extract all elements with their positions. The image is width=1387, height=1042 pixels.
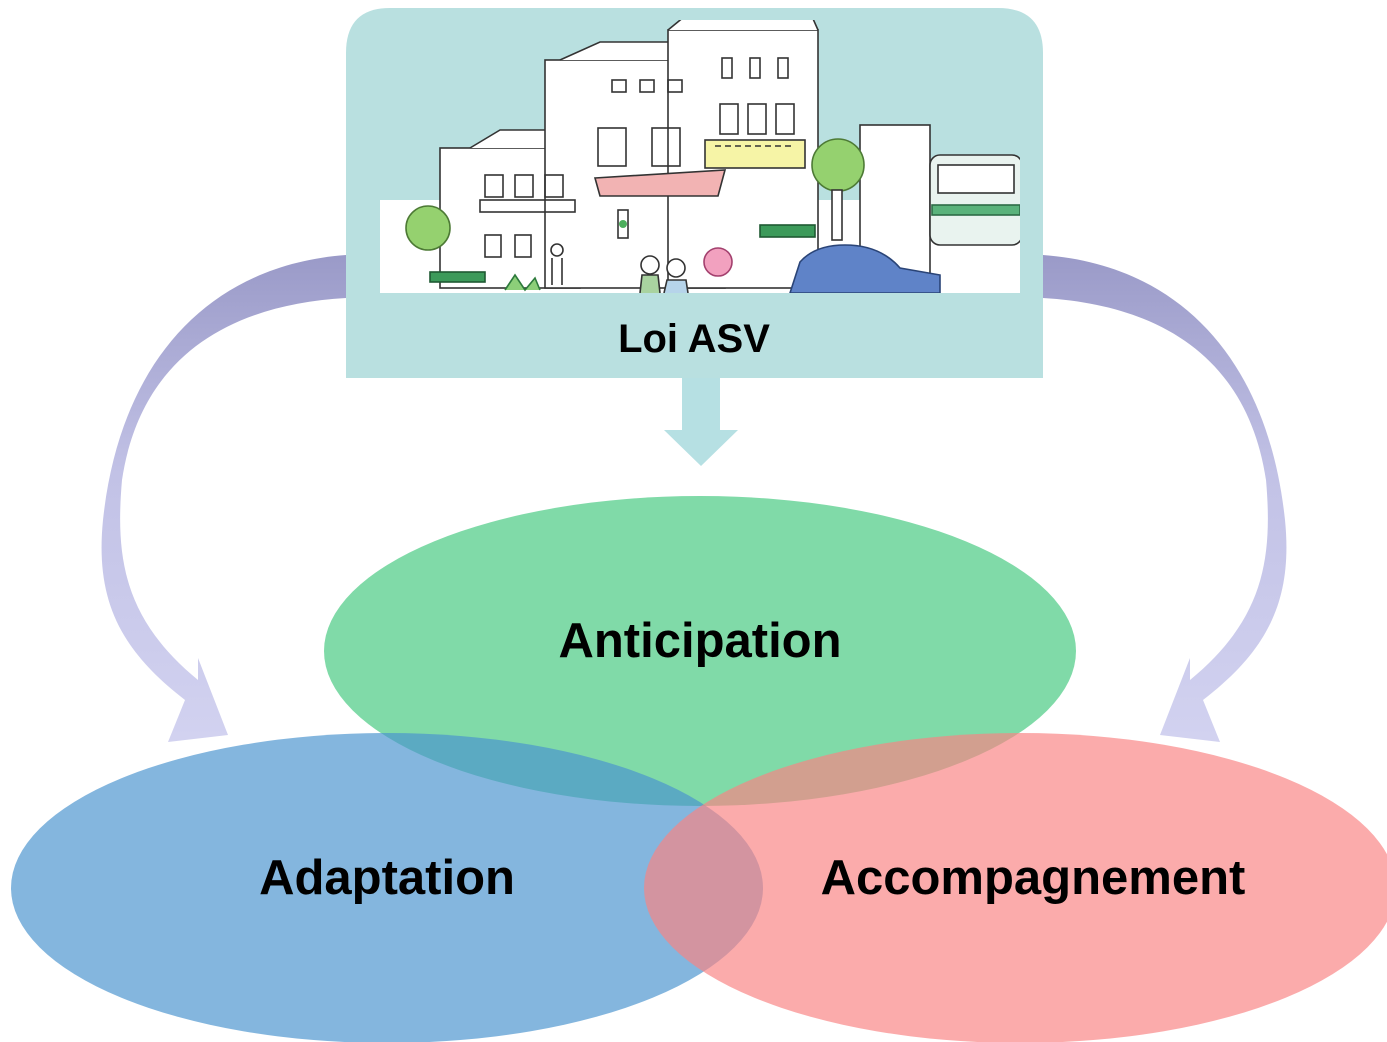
anticipation-label: Anticipation xyxy=(558,614,841,668)
left-curved-arrow xyxy=(101,255,347,742)
right-curved-arrow xyxy=(1043,255,1287,742)
accompagnement-ellipse xyxy=(644,733,1387,1042)
street-scene-illustration xyxy=(380,20,1020,293)
down-arrow xyxy=(664,378,738,466)
accompagnement-label: Accompagnement xyxy=(821,851,1246,905)
adaptation-ellipse xyxy=(11,733,763,1042)
header-title: Loi ASV xyxy=(618,317,770,361)
anticipation-ellipse xyxy=(324,496,1076,806)
adaptation-label: Adaptation xyxy=(259,851,515,905)
